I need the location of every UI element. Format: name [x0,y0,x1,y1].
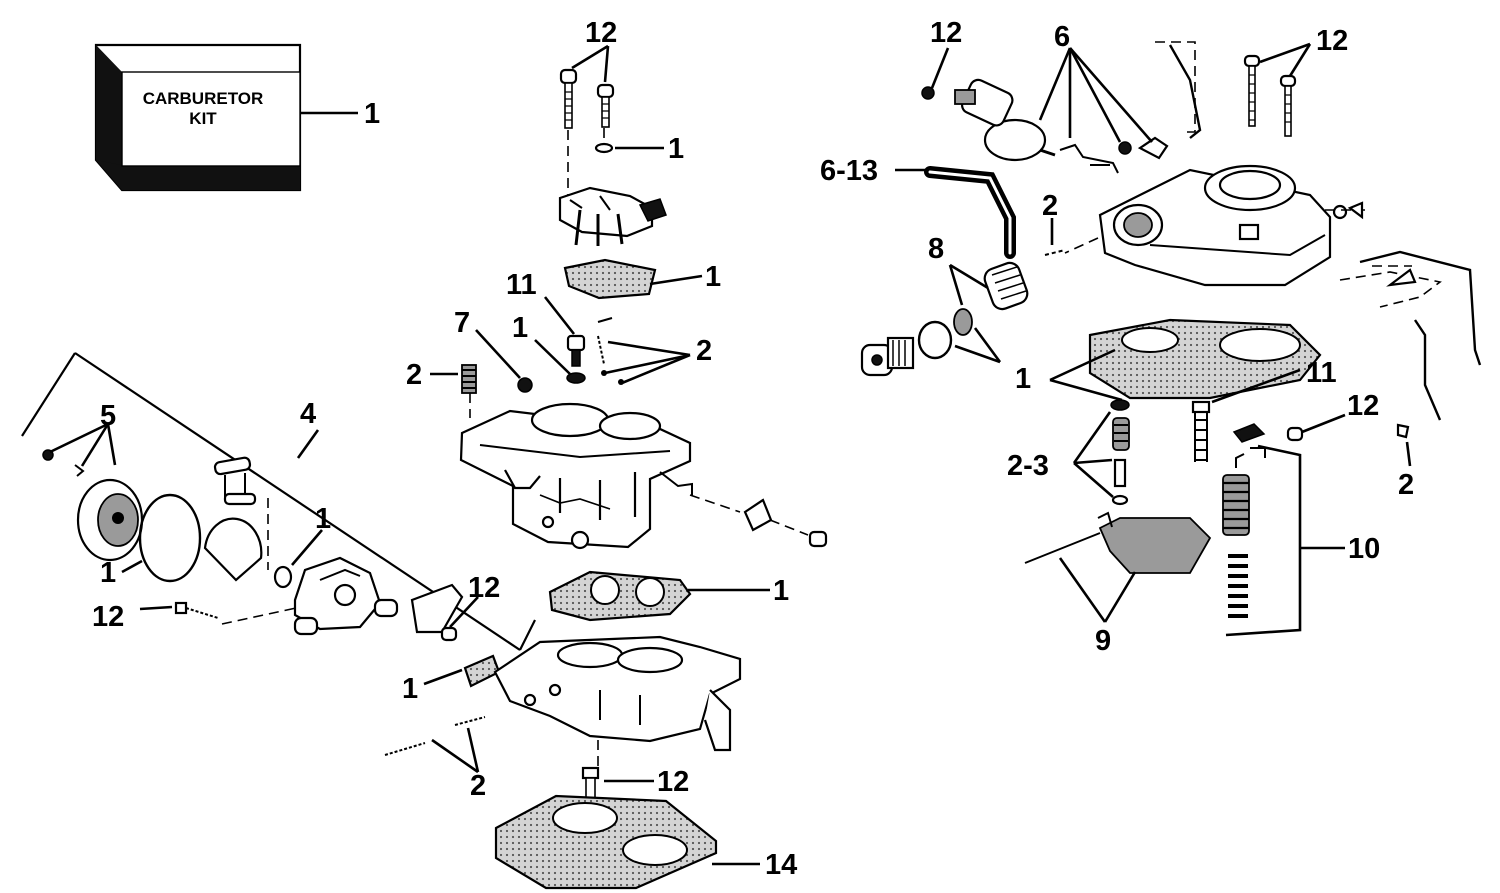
callout-choke-cap: 5 [100,400,116,432]
r-needle [1191,400,1211,462]
choke-bracket [410,583,464,634]
callout-left-screw: 12 [92,601,124,633]
r-linkage [1059,41,1202,174]
callout-needle-washer: 1 [512,312,528,344]
r-long-screws [1243,54,1297,137]
callout-link-gasket: 1 [402,673,418,705]
jets [597,317,624,385]
callout-r-pump: 10 [1348,533,1380,565]
callout-top-screws: 12 [585,17,617,49]
r-diaphragm [954,78,1056,162]
choke-lever [743,498,773,532]
r-small-screw [921,86,935,100]
r-main-body [1098,164,1365,287]
callout-r-spring: 2 [1042,190,1058,222]
throttle-body [493,635,742,752]
callout-jets: 2 [696,335,712,367]
callout-r-filter: 8 [928,233,944,265]
lever-gasket [563,258,657,300]
r-throttle-rods [1339,250,1482,421]
callout-r-diaphragm: 6 [1054,21,1070,53]
callout-r-needle: 11 [1306,357,1337,389]
lever-screw [808,530,828,548]
r-filter [953,261,1029,336]
callout-mix-screws: 2 [470,770,486,802]
choke-gasket [138,493,202,583]
r-clip [1396,423,1410,439]
accelerator-spring [461,364,477,394]
mixture-screws [384,716,486,756]
carburetor-kit-box: CARBURETOR KIT [94,43,302,192]
r-valve-seat [1110,399,1130,506]
float-bowl-body [459,402,693,550]
left-screw-head [174,601,188,615]
r-filter-gasket [917,320,953,360]
top-screws [559,68,615,129]
callout-base-gasket: 14 [765,849,797,881]
choke-link [213,456,257,506]
needle-valve [566,334,586,367]
r-spring [1044,249,1066,256]
callout-choke-group: 4 [300,398,316,430]
choke-housing [293,556,399,636]
callout-r-float: 9 [1095,625,1111,657]
housing-washer [273,565,293,589]
r-inlet-fitting [860,336,915,377]
callout-lever-gasket: 1 [705,261,721,293]
callout-r-gasket: 1 [1015,363,1031,395]
callout-top-oring: 1 [668,133,684,165]
callout-base-screw: 12 [657,766,689,798]
r-pump-lever [1232,423,1266,443]
r-pump-assembly [1222,447,1266,618]
kit-label-line2: KIT [189,109,217,128]
base-screw [581,766,600,780]
kit-label-line1: CARBURETOR [143,89,264,108]
r-float [1024,511,1212,574]
callout-cover-gasket: 1 [315,503,331,535]
choke-cap [42,449,144,562]
callout-needle: 11 [506,269,537,301]
callout-r-screw: 12 [930,17,962,49]
callout-r-screws: 12 [1316,25,1348,57]
choke-baffle [203,517,263,582]
callout-pin: 7 [454,307,470,339]
callout-bracket-screw: 12 [468,572,500,604]
callout-body-gasket: 1 [773,575,789,607]
throttle-lever-assembly [558,186,667,246]
callout-kit: 1 [364,98,380,130]
callout-r-valve: 2-3 [1007,450,1049,482]
callout-r-hose: 6-13 [820,155,878,187]
link-gasket [463,654,501,688]
callout-choke-gasket: 1 [100,557,116,589]
callout-spring-left: 2 [406,359,422,391]
body-gasket [548,570,692,622]
callout-r-screw-b: 12 [1347,390,1379,422]
callout-r-clip: 2 [1398,469,1414,501]
